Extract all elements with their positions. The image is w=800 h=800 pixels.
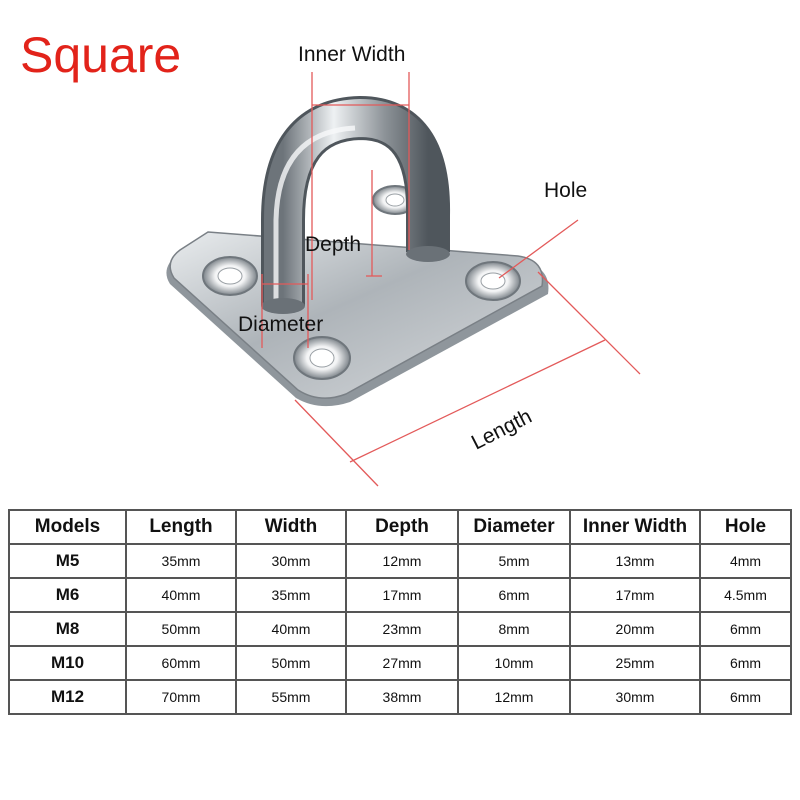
eye-plate-body <box>166 185 549 407</box>
cell-length: 70mm <box>125 679 237 715</box>
cell-model: M6 <box>8 577 127 613</box>
cell-length: 40mm <box>125 577 237 613</box>
cell-depth: 27mm <box>345 645 459 681</box>
cell-width: 50mm <box>235 645 347 681</box>
dimension-lines <box>261 72 641 487</box>
cell-model: M10 <box>8 645 127 681</box>
col-header-hole: Hole <box>699 509 792 545</box>
cell-depth: 12mm <box>345 543 459 579</box>
cell-hole: 6mm <box>699 611 792 647</box>
label-hole: Hole <box>544 179 587 202</box>
col-header-length: Length <box>125 509 237 545</box>
col-header-width: Width <box>235 509 347 545</box>
cell-width: 40mm <box>235 611 347 647</box>
label-length: Length <box>468 405 536 455</box>
label-diameter: Diameter <box>238 313 323 336</box>
cell-depth: 17mm <box>345 577 459 613</box>
page-title: Square <box>20 27 182 83</box>
col-header-diameter: Diameter <box>457 509 571 545</box>
cell-model: M8 <box>8 611 127 647</box>
cell-length: 35mm <box>125 543 237 579</box>
col-header-inner-width: Inner Width <box>569 509 701 545</box>
table-row: M5 35mm 30mm 12mm 5mm 13mm 4mm <box>8 543 792 579</box>
cell-hole: 6mm <box>699 679 792 715</box>
cell-diameter: 10mm <box>457 645 571 681</box>
cell-inner-width: 30mm <box>569 679 701 715</box>
table-row: M8 50mm 40mm 23mm 8mm 20mm 6mm <box>8 611 792 647</box>
cell-inner-width: 20mm <box>569 611 701 647</box>
table-row: M10 60mm 50mm 27mm 10mm 25mm 6mm <box>8 645 792 681</box>
cell-width: 35mm <box>235 577 347 613</box>
cell-diameter: 6mm <box>457 577 571 613</box>
cell-diameter: 8mm <box>457 611 571 647</box>
col-header-depth: Depth <box>345 509 459 545</box>
col-header-models: Models <box>8 509 127 545</box>
cell-width: 55mm <box>235 679 347 715</box>
cell-hole: 6mm <box>699 645 792 681</box>
eye-plate-diagram: Inner Width Hole Depth Diameter Length <box>166 43 641 487</box>
cell-length: 50mm <box>125 611 237 647</box>
cell-diameter: 12mm <box>457 679 571 715</box>
cell-hole: 4.5mm <box>699 577 792 613</box>
specs-table: Models Length Width Depth Diameter Inner… <box>8 509 792 715</box>
cell-hole: 4mm <box>699 543 792 579</box>
label-inner-width: Inner Width <box>298 43 405 66</box>
table-row: M12 70mm 55mm 38mm 12mm 30mm 6mm <box>8 679 792 715</box>
cell-length: 60mm <box>125 645 237 681</box>
cell-depth: 38mm <box>345 679 459 715</box>
table-header-row: Models Length Width Depth Diameter Inner… <box>8 509 792 545</box>
cell-inner-width: 17mm <box>569 577 701 613</box>
cell-diameter: 5mm <box>457 543 571 579</box>
cell-depth: 23mm <box>345 611 459 647</box>
cell-inner-width: 13mm <box>569 543 701 579</box>
cell-model: M5 <box>8 543 127 579</box>
table-row: M6 40mm 35mm 17mm 6mm 17mm 4.5mm <box>8 577 792 613</box>
eye-loop <box>261 95 451 314</box>
cell-inner-width: 25mm <box>569 645 701 681</box>
cell-width: 30mm <box>235 543 347 579</box>
label-depth: Depth <box>305 233 361 256</box>
cell-model: M12 <box>8 679 127 715</box>
